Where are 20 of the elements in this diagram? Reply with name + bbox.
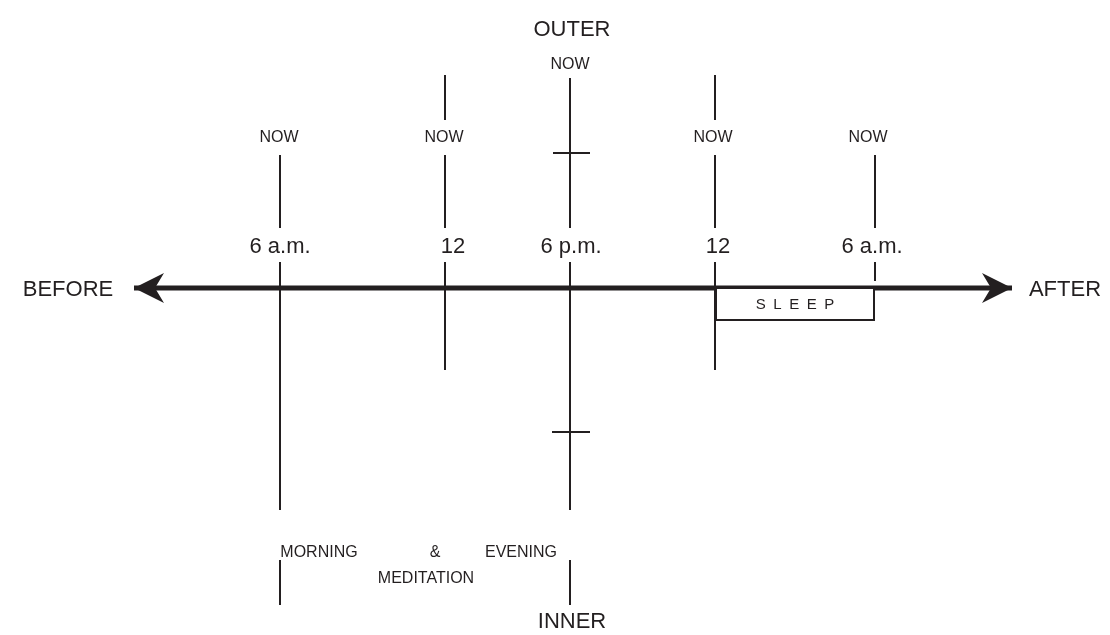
time-label: EVENING bbox=[485, 542, 557, 562]
time-label: 6 a.m. bbox=[841, 231, 903, 260]
time-label: & bbox=[429, 542, 441, 562]
time-label: MEDITATION bbox=[377, 568, 475, 588]
time-label: INNER bbox=[537, 606, 607, 635]
axis-label: BEFORE bbox=[8, 274, 128, 302]
time-label: 6 a.m. bbox=[249, 231, 311, 260]
axis-label: AFTER bbox=[1020, 274, 1110, 302]
time-label: 12 bbox=[440, 231, 466, 260]
time-label: NOW bbox=[550, 54, 590, 74]
time-label: NOW bbox=[259, 127, 299, 147]
time-label: OUTER bbox=[533, 14, 611, 43]
time-label: 6 p.m. bbox=[540, 231, 602, 260]
sleep-bracket: SLEEP bbox=[715, 289, 875, 321]
time-label: NOW bbox=[693, 127, 733, 147]
time-label: NOW bbox=[848, 127, 888, 147]
double-arrow bbox=[134, 273, 1012, 303]
time-label: MORNING bbox=[280, 542, 358, 562]
time-label: NOW bbox=[424, 127, 464, 147]
time-label: 12 bbox=[705, 231, 731, 260]
